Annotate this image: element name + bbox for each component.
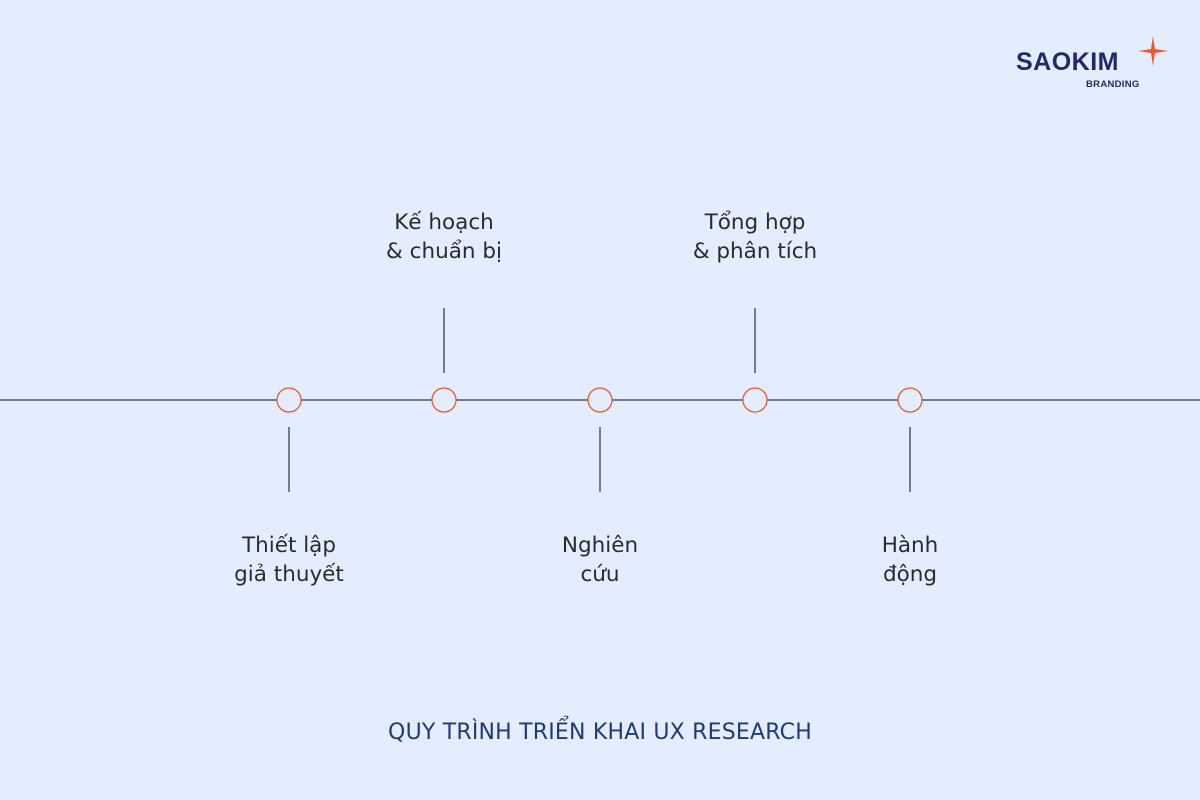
step-label-4-line1: Tổng hợp [704,210,806,235]
step-node-3 [587,387,613,413]
step-node-5 [897,387,923,413]
diagram-title: QUY TRÌNH TRIỂN KHAI UX RESEARCH [388,720,812,745]
saokim-logo: SAOKIM BRANDING [1016,36,1170,92]
step-label-4: Tổng hợp & phân tích [655,208,855,266]
step-label-5: Hành động [810,531,1010,589]
step-label-3: Nghiên cứu [500,531,700,589]
step-label-3-line2: cứu [580,562,620,587]
step-label-1: Thiết lập giả thuyết [189,531,389,589]
step-label-4-line2: & phân tích [692,239,818,264]
logo-wordmark: SAOKIM [1016,48,1119,76]
step-node-1 [276,387,302,413]
step-label-3-line1: Nghiên [561,533,639,558]
step-label-2-line1: Kế hoạch [394,210,494,235]
step-label-2-line2: & chuẩn bị [386,239,502,264]
step-label-5-line2: động [882,562,938,587]
step-node-2 [431,387,457,413]
star-icon [1138,36,1168,66]
step-label-1-line2: giả thuyết [234,562,344,587]
step-node-4 [742,387,768,413]
step-label-5-line1: Hành [881,533,939,558]
logo-subtitle: BRANDING [1086,79,1140,90]
step-label-1-line1: Thiết lập [241,533,337,558]
step-label-2: Kế hoạch & chuẩn bị [344,208,544,266]
